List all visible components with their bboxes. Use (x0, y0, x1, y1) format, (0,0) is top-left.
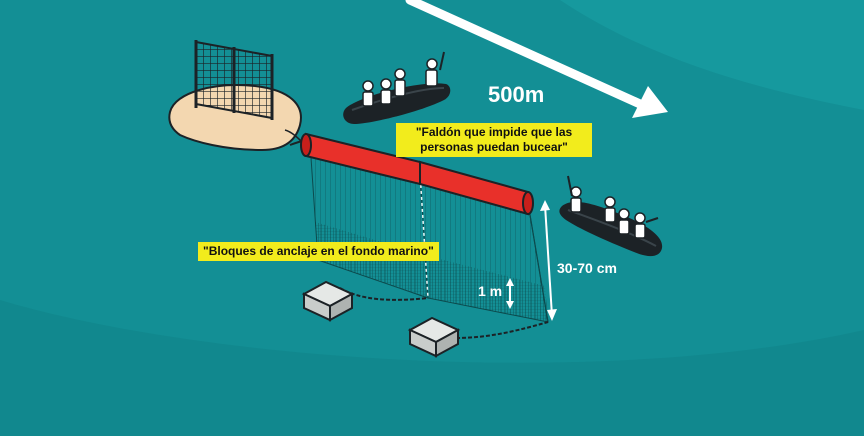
skirt-length-label: 1 m (478, 283, 503, 299)
distance-label: 500m (488, 82, 545, 107)
anchor-blocks-callout: "Bloques de anclaje en el fondo marino" (198, 242, 439, 261)
skirt-callout: "Faldón que impide que las personas pued… (396, 123, 592, 157)
anchor-block-left (301, 280, 355, 322)
red-float-buoy (300, 132, 534, 216)
patrol-boat-right (559, 175, 663, 257)
depth-dimension-arrow (540, 200, 557, 321)
border-fence (194, 40, 274, 120)
direction-arrow (405, 0, 668, 118)
sea-shadow (0, 300, 864, 436)
anchor-block-right (407, 316, 461, 358)
anchor-chain-right (455, 321, 549, 339)
depth-label: 30-70 cm (557, 260, 617, 276)
skirt-dimension-arrow (506, 278, 514, 309)
sea-highlight (0, 0, 864, 110)
patrol-boat-top (343, 51, 451, 124)
